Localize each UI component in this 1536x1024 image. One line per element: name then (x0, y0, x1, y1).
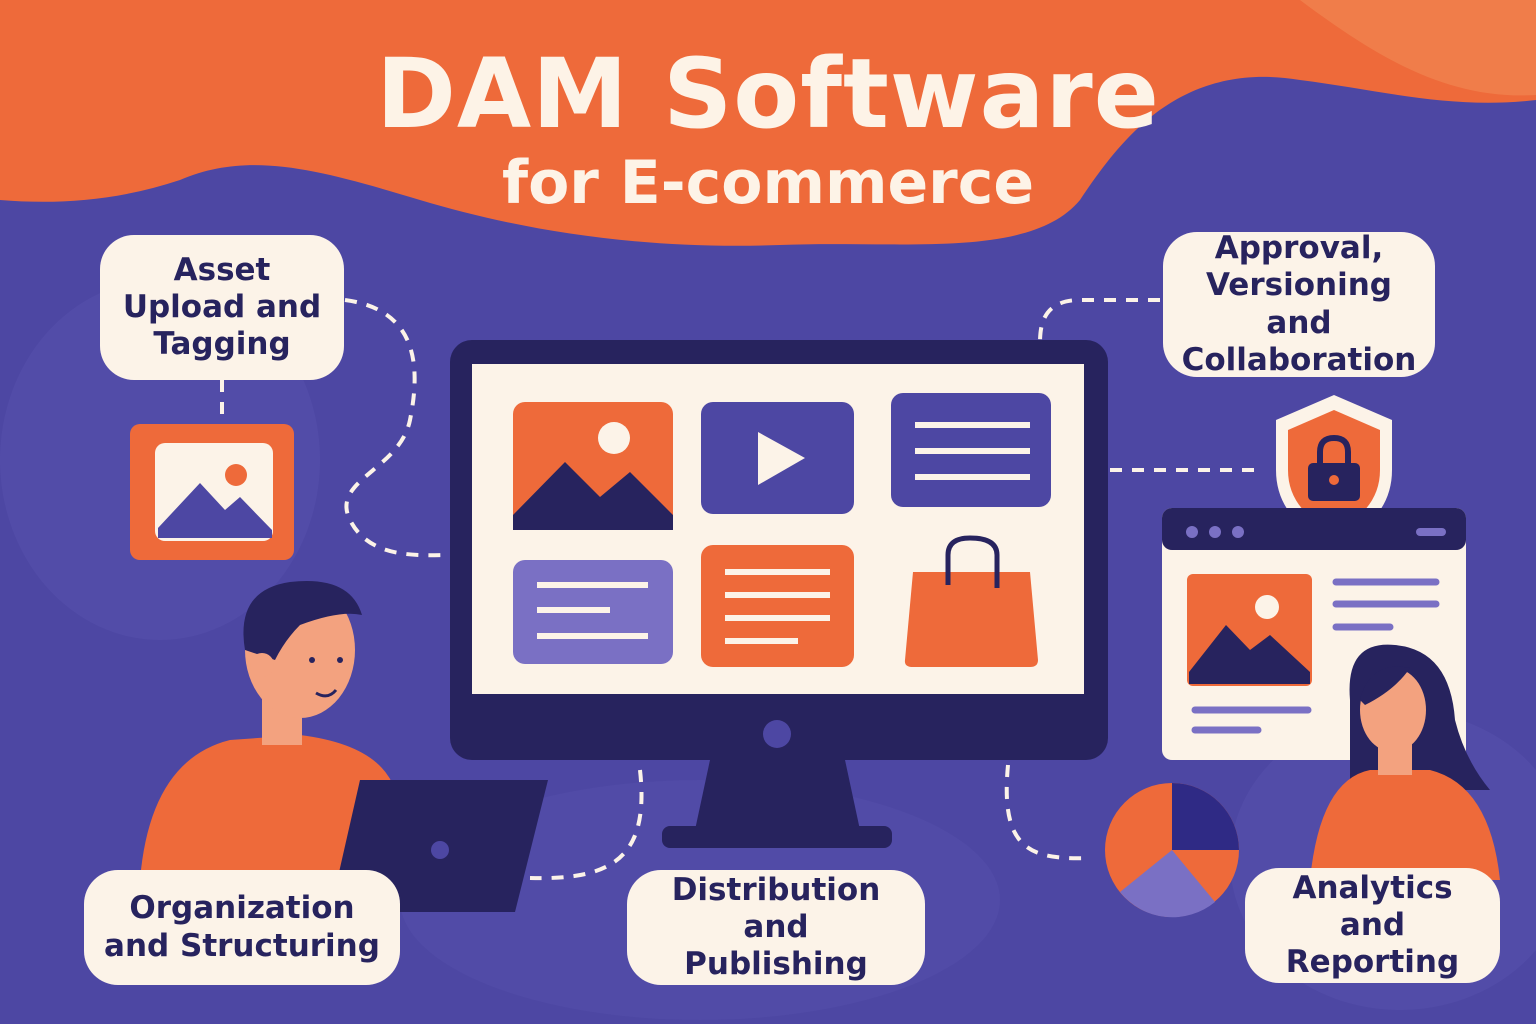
feature-label: Asset Upload and Tagging (122, 251, 322, 363)
feature-label: Analytics and Reporting (1285, 869, 1460, 981)
feature-asset-upload: Asset Upload and Tagging (100, 235, 344, 380)
connector-upload (344, 298, 451, 558)
feature-analytics: Analytics and Reporting (1245, 868, 1500, 983)
monitor-icon (450, 340, 1108, 848)
feature-distribution: Distribution and Publishing (627, 870, 925, 985)
woman-illustration (1310, 644, 1500, 880)
feature-organization: Organization and Structuring (84, 870, 400, 985)
pie-chart-icon (1105, 783, 1239, 918)
connector-distribution (529, 769, 644, 881)
page-subtitle: for E-commerce (501, 148, 1035, 218)
feature-label: Organization and Structuring (104, 890, 380, 964)
feature-label: Approval, Versioning and Collaboration (1181, 230, 1417, 378)
connector-analytics (1004, 764, 1091, 861)
shield-lock-icon (1276, 395, 1392, 545)
connector-approval (1038, 298, 1160, 346)
image-icon (130, 424, 294, 560)
feature-approval: Approval, Versioning and Collaboration (1163, 230, 1435, 378)
feature-label: Distribution and Publishing (671, 871, 881, 983)
page-title: DAM Software (376, 38, 1160, 150)
header-wave (0, 0, 1536, 246)
